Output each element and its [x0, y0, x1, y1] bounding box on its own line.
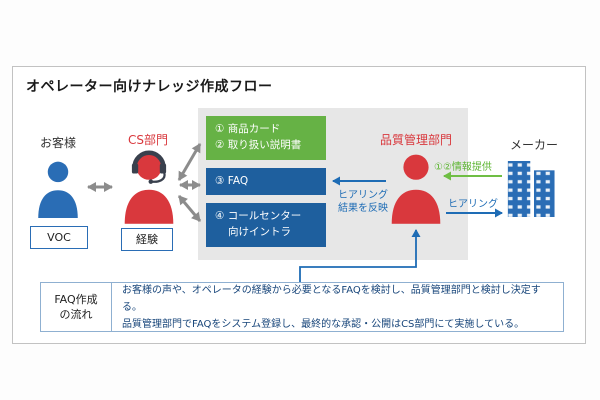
faq-flow-label: FAQ作成 の流れ	[41, 283, 112, 331]
knowledge-box-line: ④ コールセンター	[215, 210, 302, 222]
knowledge-box-line: ③ FAQ	[215, 175, 249, 187]
customer-person-icon	[36, 158, 80, 218]
actor-label-cs: CS部門	[128, 133, 168, 147]
knowledge-box-faq: ③ FAQ	[206, 168, 326, 195]
page-title: オペレーター向けナレッジ作成フロー	[26, 79, 273, 95]
voc-tag: VOC	[30, 226, 88, 249]
actor-label-quality: 品質管理部門	[379, 133, 452, 147]
knowledge-box-intranet: ④ コールセンター 向けイントラ	[206, 203, 326, 247]
note-info-provide: ①②情報提供	[434, 162, 492, 173]
knowledge-box-line: 向けイントラ	[228, 226, 291, 239]
knowledge-box-line: ① 商品カード	[215, 123, 281, 135]
headset-icon	[131, 150, 167, 184]
faq-flow-box: FAQ作成 の流れ お客様の声や、オペレータの経験から必要となるFAQを検討し、…	[40, 282, 564, 332]
experience-tag: 経験	[121, 228, 173, 251]
faq-flow-description: お客様の声や、オペレータの経験から必要となるFAQを検討し、品質管理部門と検討し…	[122, 284, 541, 330]
cs-person-icon	[122, 150, 176, 224]
note-hearing: ヒアリング	[448, 199, 498, 210]
actor-label-customer: お客様	[39, 136, 76, 150]
actor-label-maker: メーカー	[509, 138, 558, 152]
knowledge-box-line: ② 取り扱い説明書	[215, 139, 302, 152]
buildings-icon	[507, 161, 555, 217]
note-hearing-reflect: ヒアリング 結果を反映	[338, 190, 388, 214]
knowledge-box-product-card: ① 商品カード ② 取り扱い説明書	[206, 116, 326, 160]
